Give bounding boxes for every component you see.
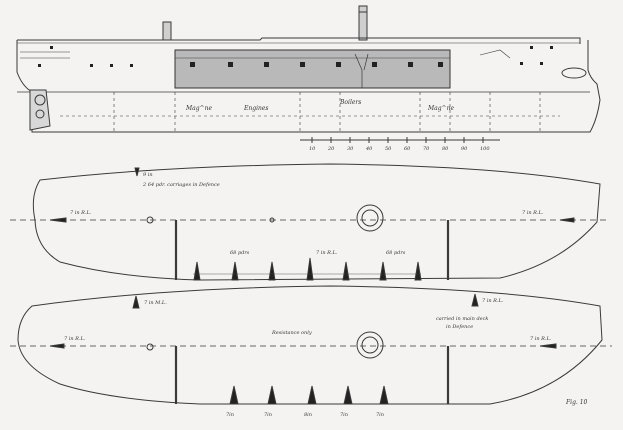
label-lower-fwd-gun: 7 in M.L.: [144, 300, 167, 306]
label-mag-aft: Mag^ne: [427, 105, 454, 112]
scale-tick-label: 60: [404, 146, 411, 152]
label-top-gun: 9 in: [143, 172, 153, 178]
label-stern-gun: 7 in R.L.: [522, 210, 544, 216]
belt-ports: [190, 62, 443, 67]
bulkheads: [60, 92, 560, 132]
label-resistance: Resistance only: [271, 330, 312, 336]
lower-deck-plan: 7 in M.L. 7 in R.L. 7 in R.L. 7 in R.L. …: [10, 285, 612, 418]
armoured-belt: [174, 49, 451, 89]
side-hull-outline: [16, 40, 601, 133]
label-top-note: 2 64 pdr. carriages in Defence: [142, 182, 220, 188]
main-funnel: [358, 5, 368, 41]
lower-gun-label: 8in: [304, 412, 312, 418]
scale-ticks: 10 20 30 40 50 60 70 80 90 100: [309, 137, 490, 152]
scale-tick-label: 20: [327, 146, 335, 152]
label-boilers: Boilers: [339, 99, 361, 106]
main-deck-capstan: [356, 204, 384, 232]
scale-tick-label: 40: [365, 146, 373, 152]
side-elevation: Mag^ne Engines Boilers Mag^ne 10 20 30 40 50…: [16, 5, 601, 152]
scale-bar: 10 20 30 40 50 60 70 80 90 100: [300, 137, 500, 152]
label-fwd-battery: 68 pdrs: [230, 250, 250, 256]
scale-tick-label: 90: [461, 146, 468, 152]
scale-tick-label: 50: [385, 146, 392, 152]
figurehead: [561, 67, 587, 79]
lower-deck-capstan: [356, 331, 384, 359]
main-deck-hull: [32, 163, 601, 281]
label-engines: Engines: [243, 105, 269, 112]
scale-tick-label: 30: [347, 146, 354, 152]
scale-tick-label: 10: [309, 146, 316, 152]
label-mid-battery: 7 in R.L.: [316, 250, 338, 256]
upper-deck-line: [17, 37, 581, 44]
label-lower-stern: 7 in R.L.: [530, 336, 552, 342]
scale-tick-label: 70: [423, 146, 430, 152]
lower-deck-broadside-guns: [229, 385, 389, 405]
lower-gun-label: 7in: [264, 412, 272, 418]
scale-tick-label: 80: [442, 146, 449, 152]
lower-gun-labels: 7in 7in 8in 7in 7in: [226, 412, 384, 418]
signature: Fig. 10: [565, 399, 588, 406]
main-deck-broadside-guns: [193, 257, 422, 281]
label-stern-note1: carried in main deck: [436, 316, 488, 322]
label-aft-battery: 68 pdrs: [386, 250, 406, 256]
scale-tick-label: 100: [480, 146, 490, 152]
label-mag-fwd: Mag^ne: [185, 105, 212, 112]
main-deck-plan: 9 in 2 64 pdr. carriages in Defence 7 in…: [10, 163, 610, 281]
lower-gun-label: 7in: [340, 412, 348, 418]
lower-gun-label: 7in: [226, 412, 234, 418]
lower-deck-hull: [17, 285, 603, 405]
rudder: [29, 89, 51, 131]
lower-gun-label: 7in: [376, 412, 384, 418]
label-stern-note2: in Defence: [446, 324, 473, 330]
fore-funnel: [162, 21, 172, 41]
label-bow-gun: 7 in R.L.: [70, 210, 92, 216]
label-lower-aft-gun: 7 in R.L.: [482, 298, 504, 304]
hull-ports-fwd: [38, 46, 553, 67]
label-lower-bow: 7 in R.L.: [64, 336, 86, 342]
